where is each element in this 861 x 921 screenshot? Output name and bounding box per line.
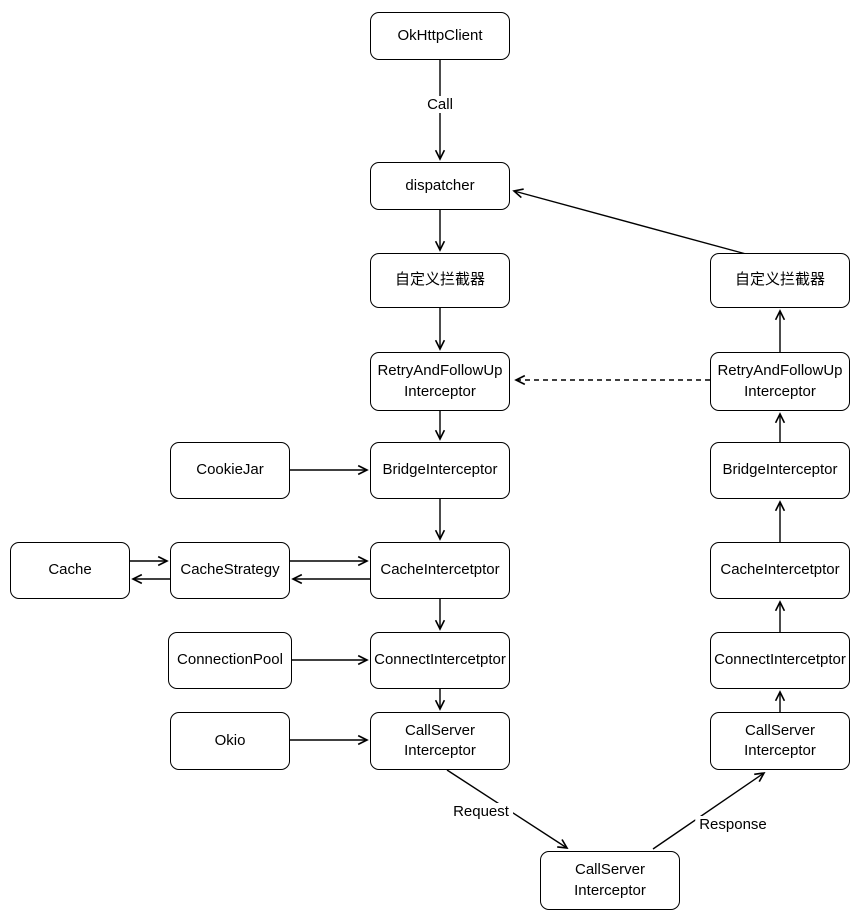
edge-response [652, 771, 766, 850]
node-okhttpclient: OkHttpClient [370, 12, 510, 60]
node-cache: Cache [10, 542, 130, 599]
node-okio: Okio [170, 712, 290, 770]
node-custom-interceptor-left: 自定义拦截器 [370, 253, 510, 308]
node-cookiejar: CookieJar [170, 442, 290, 499]
node-connect-interceptor-left: ConnectIntercetptor [370, 632, 510, 689]
edge-label-call: Call [423, 96, 457, 113]
node-connect-interceptor-right: ConnectIntercetptor [710, 632, 850, 689]
node-callserver-interceptor-right: CallServer Interceptor [710, 712, 850, 770]
node-retry-interceptor-left: RetryAndFollowUp Interceptor [370, 352, 510, 411]
node-connection-pool: ConnectionPool [168, 632, 292, 689]
node-bridge-interceptor-left: BridgeInterceptor [370, 442, 510, 499]
node-cache-strategy: CacheStrategy [170, 542, 290, 599]
node-callserver-interceptor-bottom: CallServer Interceptor [540, 851, 680, 910]
node-callserver-interceptor-left: CallServer Interceptor [370, 712, 510, 770]
node-retry-interceptor-right: RetryAndFollowUp Interceptor [710, 352, 850, 411]
edge-custom-right-dispatcher [512, 188, 747, 255]
node-dispatcher: dispatcher [370, 162, 510, 210]
node-cache-interceptor-left: CacheIntercetptor [370, 542, 510, 599]
node-cache-interceptor-right: CacheIntercetptor [710, 542, 850, 599]
edge-label-request: Request [449, 803, 513, 820]
node-bridge-interceptor-right: BridgeInterceptor [710, 442, 850, 499]
node-custom-interceptor-right: 自定义拦截器 [710, 253, 850, 308]
edge-label-response: Response [695, 816, 771, 833]
